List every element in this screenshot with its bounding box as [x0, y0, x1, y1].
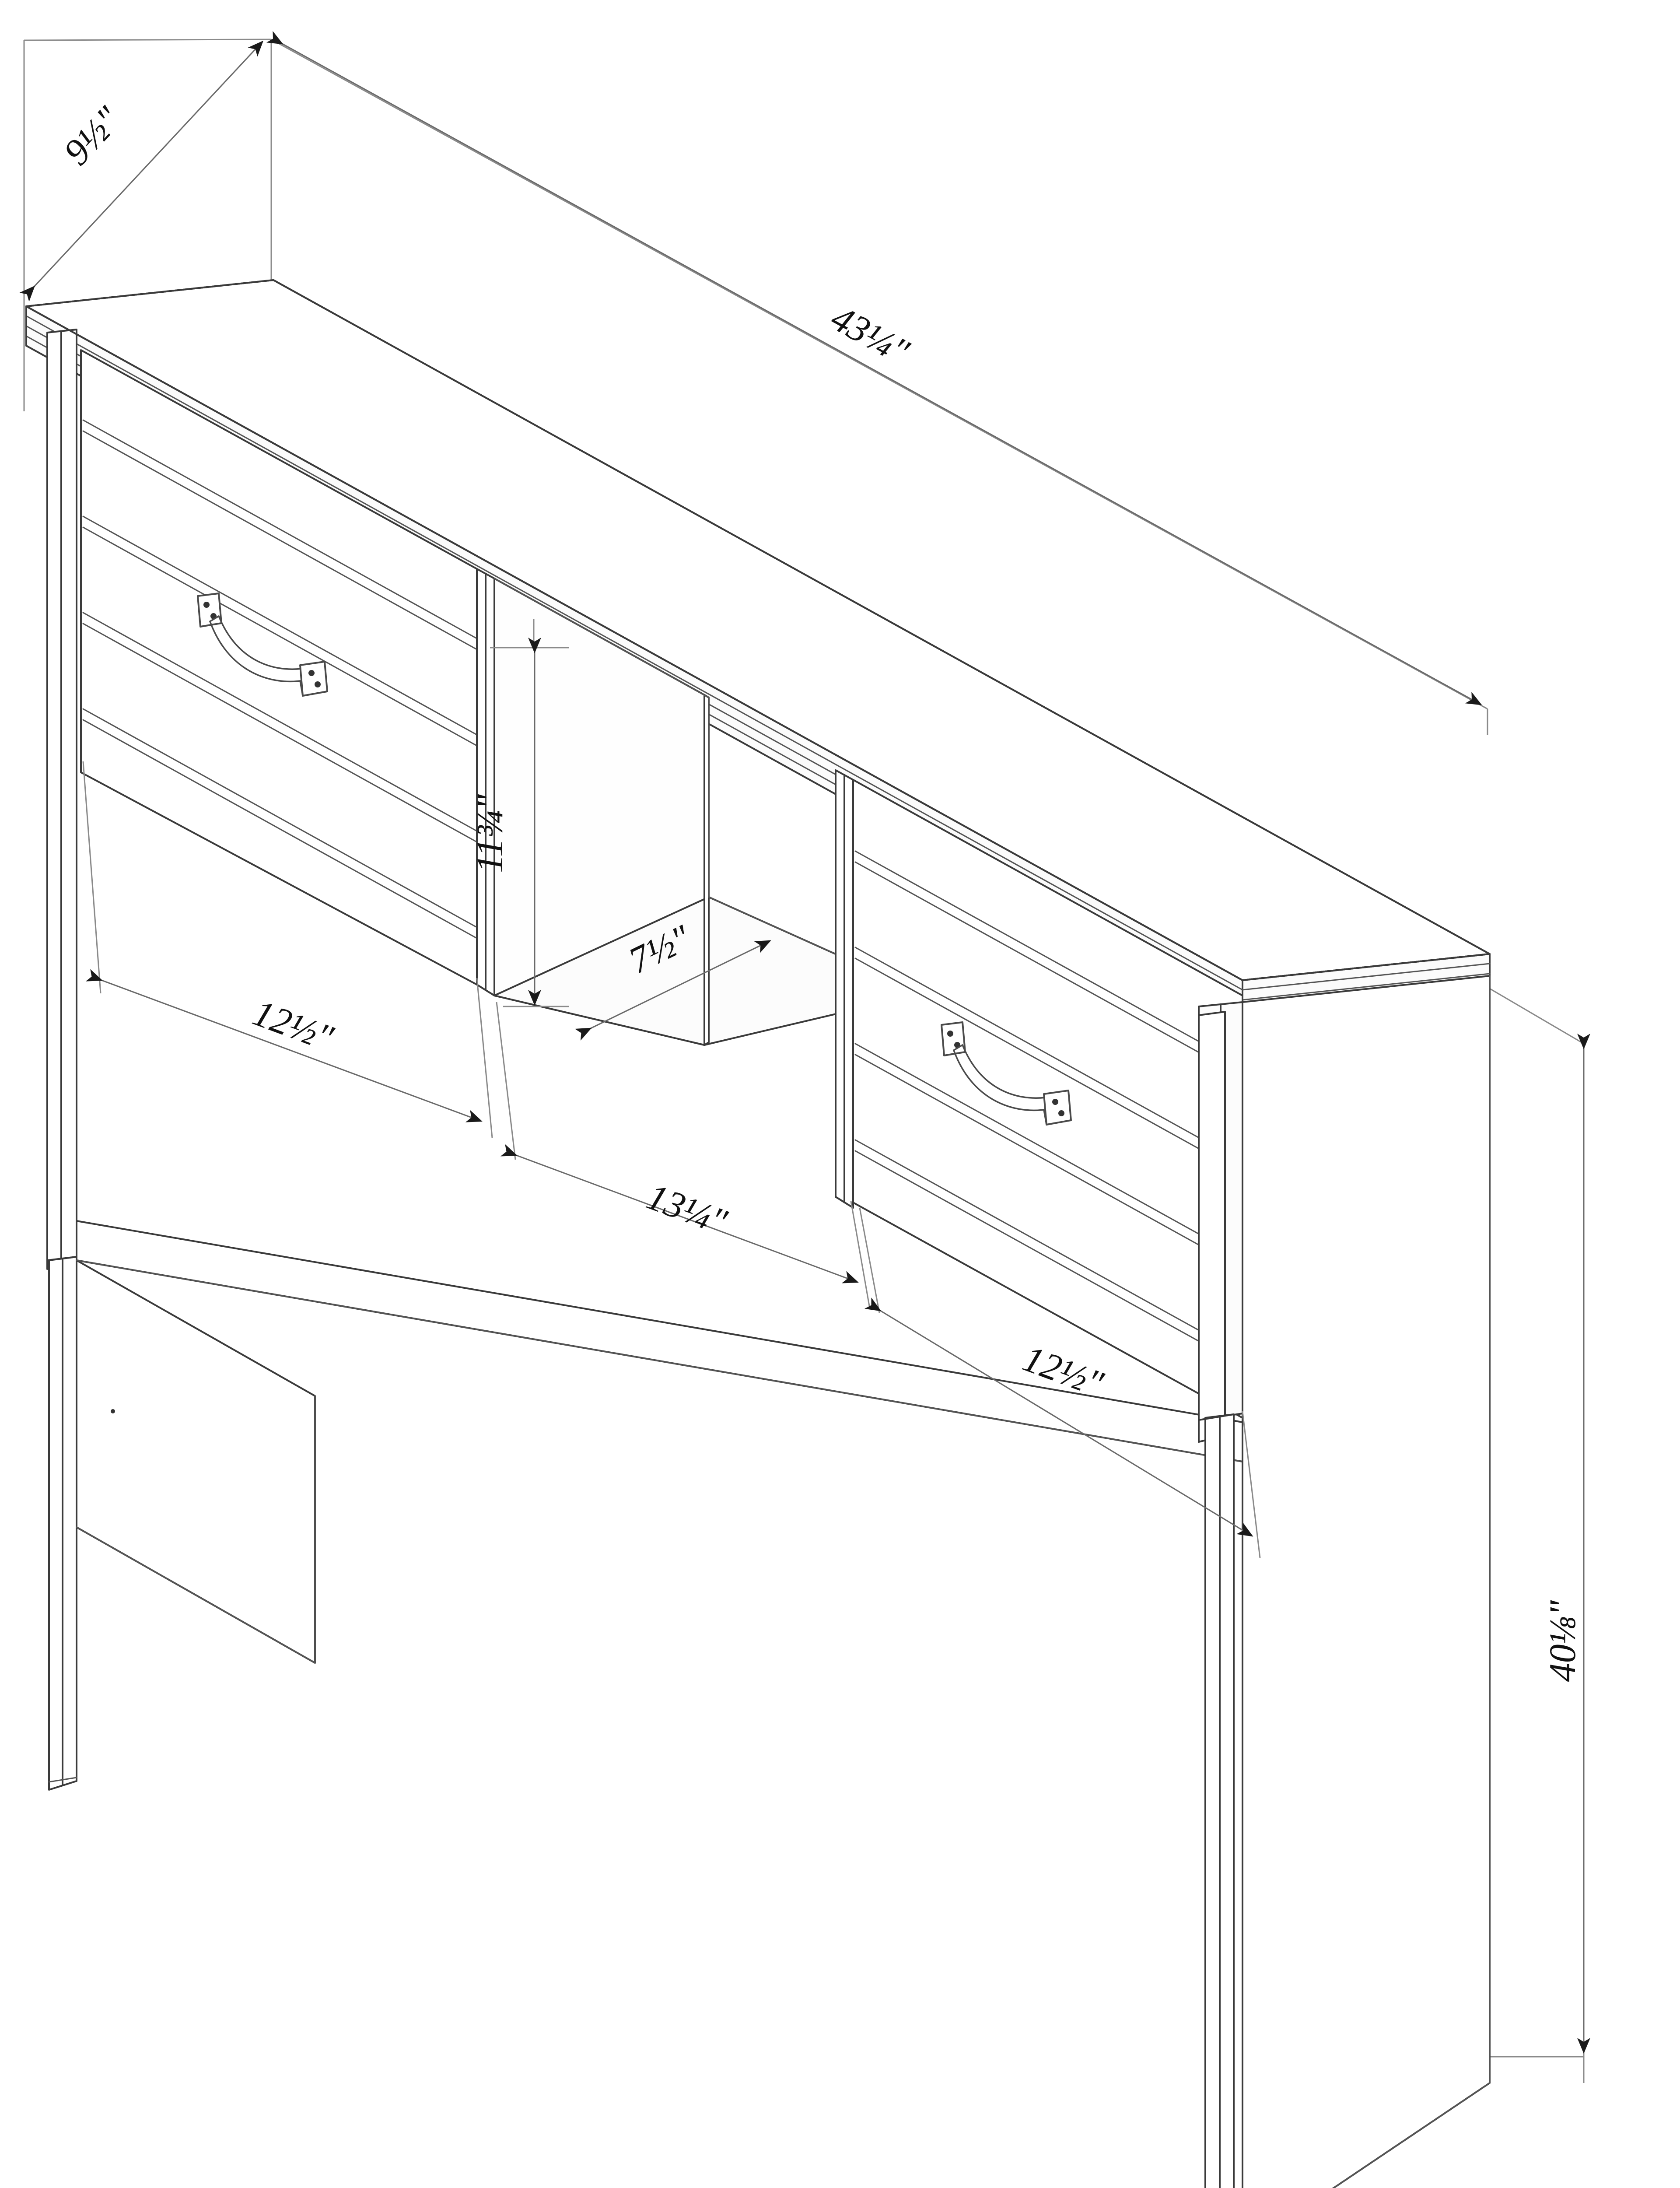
- dimension-drawer-width-left-label: 12½": [248, 991, 339, 1059]
- divider-panel-left: [476, 568, 495, 996]
- dimension-depth-label: 9½": [56, 98, 130, 173]
- right-drawer-handle[interactable]: [941, 1021, 1072, 1126]
- right-leg-post: [1198, 1001, 1243, 2188]
- dimension-cubby-width-label: 13¼": [641, 1175, 733, 1243]
- right-side-panel: [1242, 975, 1491, 2188]
- back-panel: [76, 1259, 316, 1664]
- dimension-cubby-width: 13¼": [496, 1002, 871, 1309]
- dimension-overall-height: 40⅛": [1541, 1034, 1590, 2054]
- dimension-overall-height-label: 40⅛": [1541, 1600, 1583, 1682]
- dimension-depth: 9½": [19, 40, 264, 302]
- dimension-drawer-height-label: 11¾": [469, 794, 511, 873]
- divider-panel-right: [835, 769, 854, 1209]
- dimension-drawer-height: 11¾": [469, 619, 569, 1007]
- dimension-width-label: 43¼": [824, 297, 917, 373]
- left-leg-post: [46, 329, 77, 1791]
